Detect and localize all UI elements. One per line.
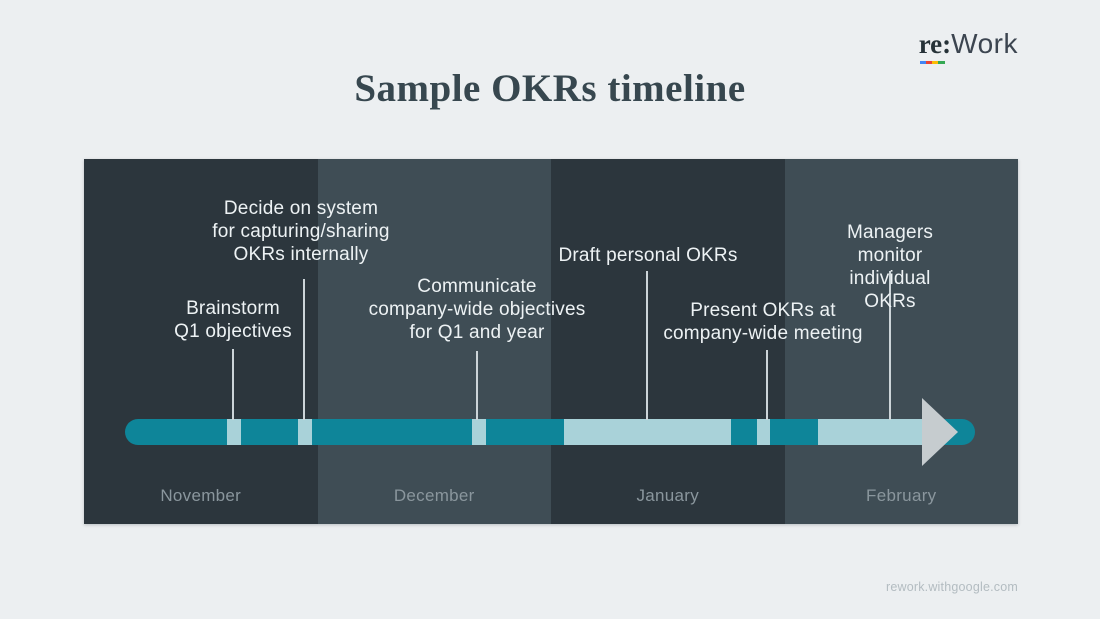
arrow-right-icon: [922, 398, 958, 466]
event-label-managers-monitor: Managers monitor individual OKRs: [846, 222, 934, 312]
rework-logo: re: Work: [919, 28, 1018, 65]
timeline-marker-present-okrs: [757, 419, 770, 445]
month-column-december: December: [317, 159, 551, 524]
connector-communicate: [476, 351, 478, 420]
month-column-november: November: [84, 159, 318, 524]
event-label-brainstorm: Brainstorm Q1 objectives: [174, 298, 292, 342]
timeline-marker-decide-system: [298, 419, 312, 445]
timeline-panel: November December January February: [84, 159, 1018, 524]
rework-logo-underline: [919, 61, 945, 64]
month-label-february: February: [866, 486, 937, 505]
event-label-draft-personal-okrs: Draft personal OKRs: [558, 245, 738, 266]
timeline-marker-brainstorm: [227, 419, 241, 445]
rework-logo-re: re:: [919, 29, 951, 65]
month-column-february: February: [784, 159, 1018, 524]
timeline-segment-draft-personal-okrs: [564, 419, 731, 445]
rework-logo-re-text: re:: [918, 29, 952, 59]
event-label-present-okrs: Present OKRs at company-wide meeting: [663, 300, 863, 344]
connector-decide-system: [303, 279, 305, 420]
underline-yellow-segment: [932, 61, 939, 64]
event-label-decide-system: Decide on system for capturing/sharing O…: [212, 198, 390, 265]
underline-green-segment: [938, 61, 945, 64]
connector-managers-monitor: [889, 271, 891, 420]
underline-blue-segment: [919, 61, 926, 64]
month-label-november: November: [160, 486, 242, 505]
footer-url: rework.withgoogle.com: [885, 580, 1018, 594]
page-title: Sample OKRs timeline: [354, 67, 746, 110]
connector-brainstorm: [232, 349, 234, 420]
rework-logo-work: Work: [951, 28, 1018, 59]
event-label-communicate: Communicate company-wide objectives for …: [368, 276, 586, 343]
timeline-overlay: Brainstorm Q1 objectives Decide on syste…: [84, 159, 1018, 524]
connector-draft-personal-okrs: [646, 271, 648, 420]
connector-present-okrs: [766, 350, 768, 420]
month-column-january: January: [551, 159, 785, 524]
month-label-january: January: [636, 486, 700, 505]
underline-red-segment: [925, 61, 933, 64]
month-label-december: December: [393, 486, 475, 505]
timeline-marker-communicate: [472, 419, 486, 445]
